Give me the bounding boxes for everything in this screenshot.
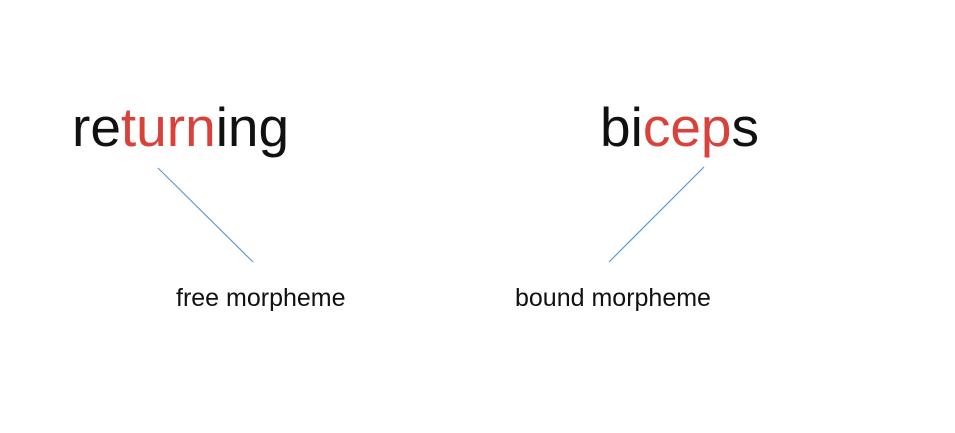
bound-morpheme-label: bound morpheme xyxy=(515,284,711,312)
connector-line-free xyxy=(157,167,254,263)
free-morpheme-label: free morpheme xyxy=(176,284,346,312)
example-word-biceps: biceps xyxy=(600,92,759,162)
word-suffix: s xyxy=(731,96,760,158)
word-root-highlighted: turn xyxy=(120,96,216,158)
word-root-highlighted: cep xyxy=(642,96,732,158)
word-prefix: re xyxy=(72,96,121,158)
word-suffix: ing xyxy=(215,96,290,158)
word-prefix: bi xyxy=(600,96,643,158)
connector-line-bound xyxy=(608,166,705,263)
example-word-returning: returning xyxy=(72,92,289,162)
